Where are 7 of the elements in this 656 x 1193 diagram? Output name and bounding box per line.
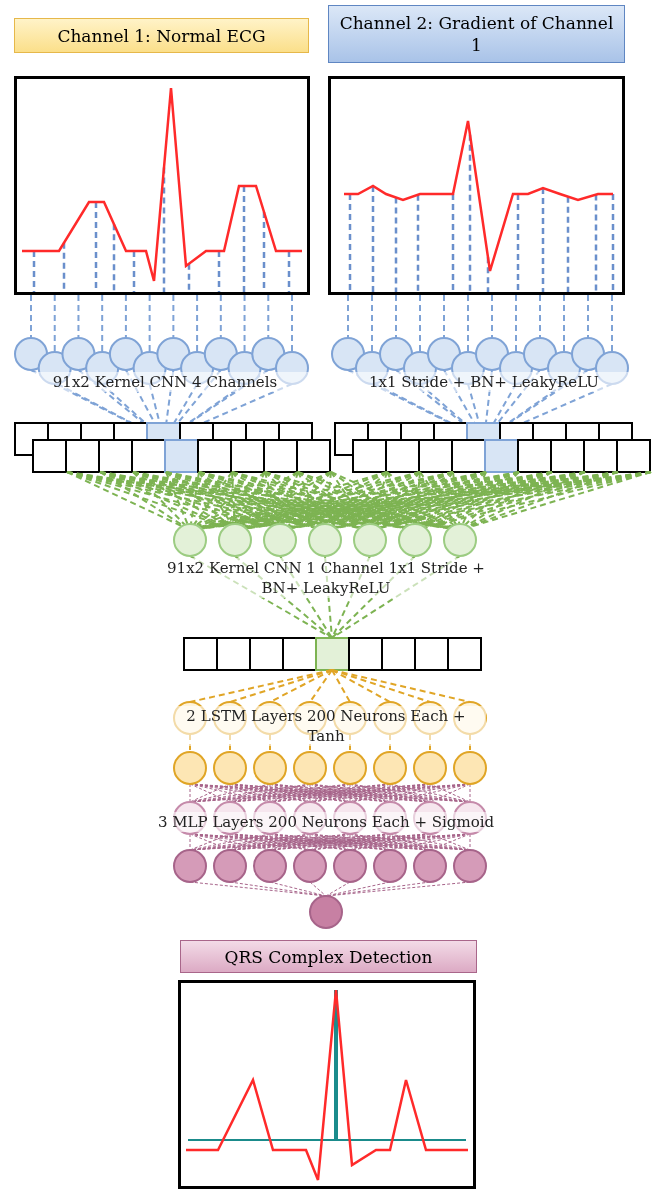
ecg-plot [14, 76, 310, 295]
ecg-plot [328, 76, 625, 295]
layer-caption: 3 MLP Layers 200 Neurons Each + Sigmoid [156, 812, 496, 832]
title-banner: QRS Complex Detection [180, 940, 477, 973]
ecg-plot [178, 980, 476, 1189]
title-banner: Channel 2: Gradient of Channel 1 [328, 5, 625, 63]
title-banner: Channel 1: Normal ECG [14, 18, 309, 53]
